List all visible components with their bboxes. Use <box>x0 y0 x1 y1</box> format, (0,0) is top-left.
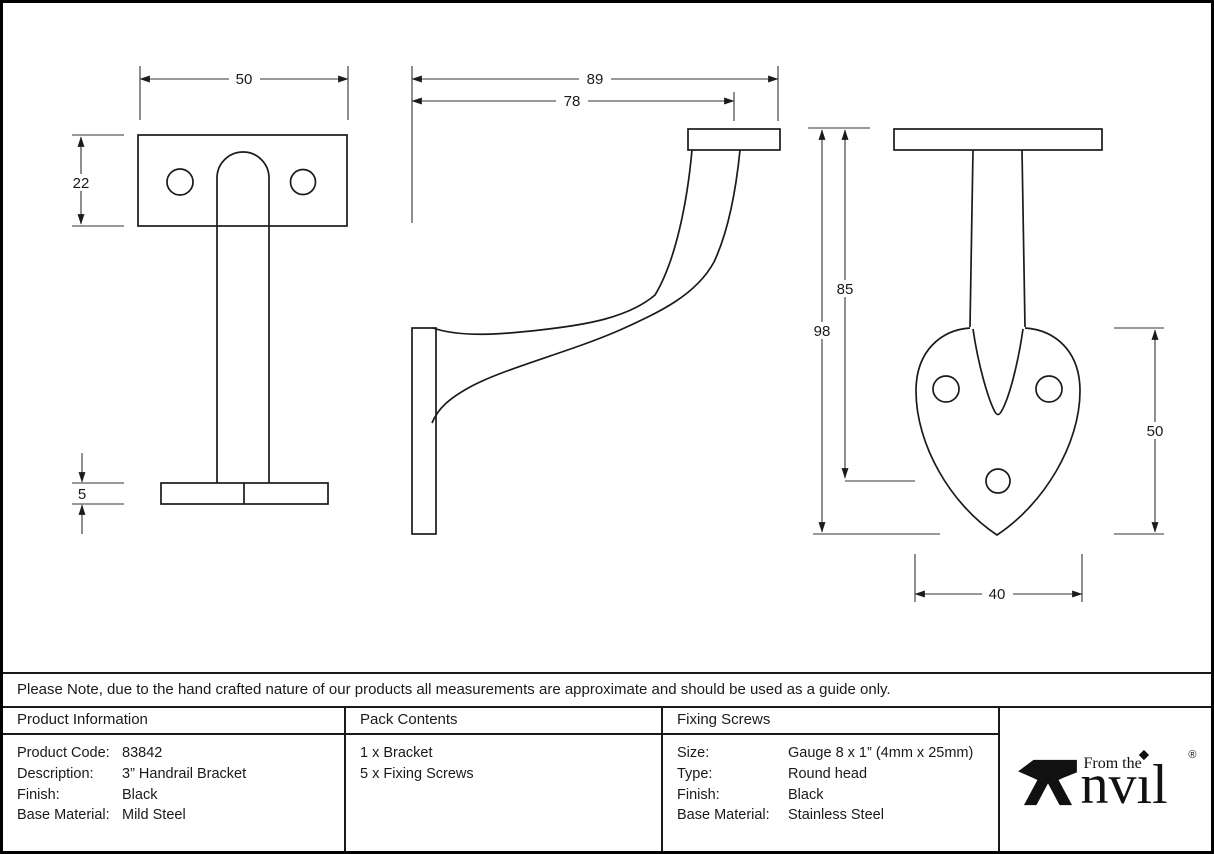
front-stem <box>216 151 270 483</box>
screw-finish-row: Finish: Black <box>677 785 998 806</box>
end-heart-plate <box>915 327 1081 537</box>
screw-size-value: Gauge 8 x 1” (4mm x 25mm) <box>788 745 974 761</box>
pack-contents-item: 1 x Bracket <box>360 745 433 761</box>
finish-value: Black <box>122 786 158 803</box>
description-value: 3” Handrail Bracket <box>122 765 247 782</box>
disclaimer-note-text: Please Note, due to the hand crafted nat… <box>17 681 891 698</box>
description-row: Description: 3” Handrail Bracket <box>17 764 344 785</box>
front-screw-hole-left <box>166 168 194 196</box>
dim-label-front-plate-height: 22 <box>73 175 90 192</box>
side-arm-inner-curve <box>431 149 741 424</box>
screw-size-label: Size: <box>677 745 710 761</box>
description-label: Description: <box>17 765 94 782</box>
dim-side-total-depth: 89 <box>411 66 779 223</box>
view-side-outline <box>411 128 781 535</box>
dim-front-foot-thickness: 5 <box>72 453 124 534</box>
view-front-outline <box>137 134 348 505</box>
dim-end-base-width: 40 <box>914 554 1083 603</box>
fixing-screws-header: Fixing Screws <box>663 708 998 735</box>
diamond-dot-icon: ◆ <box>1139 747 1150 762</box>
screw-base-material-label: Base Material: <box>677 807 770 824</box>
anvil-icon <box>1017 759 1077 805</box>
dim-end-plate-length: 50 <box>1114 327 1169 535</box>
view-side-dimensions: 89 78 <box>411 66 779 223</box>
end-stem-left-edge <box>969 149 974 328</box>
dim-label-end-base-width: 40 <box>989 586 1006 603</box>
end-stem-taper-notch <box>972 328 1024 416</box>
product-information-cell: Product Information Product Code: 83842 … <box>3 708 346 851</box>
product-information-body: Product Code: 83842 Description: 3” Hand… <box>3 735 344 826</box>
logo-word-l: l <box>1152 753 1168 816</box>
dim-label-front-foot-thickness: 5 <box>78 486 86 503</box>
pack-contents-item: 5 x Fixing Screws <box>360 765 474 782</box>
screw-type-label: Type: <box>677 765 713 782</box>
fixing-screws-body: Size: Gauge 8 x 1” (4mm x 25mm) Type: Ro… <box>663 735 998 826</box>
base-material-value: Mild Steel <box>122 807 186 824</box>
brand-logo-cell: From the nvı◆l ® <box>1000 708 1211 851</box>
screw-type-row: Type: Round head <box>677 764 998 785</box>
product-code-value: 83842 <box>122 745 163 761</box>
logo-word-text: nvı◆l <box>1080 747 1168 816</box>
screw-base-material-value: Stainless Steel <box>788 807 884 824</box>
pack-contents-body: 1 x Bracket 5 x Fixing Screws <box>346 735 661 785</box>
front-screw-hole-right <box>289 168 317 196</box>
product-information-header: Product Information <box>3 708 344 735</box>
dim-label-end-plate-length: 50 <box>1147 423 1164 440</box>
dim-end-total-height: 98 <box>808 129 940 535</box>
dim-label-end-total-height: 98 <box>814 323 831 340</box>
view-end-dimensions: 98 85 50 <box>808 127 1169 603</box>
dim-front-plate-height: 22 <box>68 134 124 227</box>
side-wall-plate <box>411 327 437 535</box>
screw-finish-label: Finish: <box>677 786 720 803</box>
drawing-svg: 50 22 5 <box>68 66 1169 603</box>
registered-trademark-icon: ® <box>1188 748 1197 761</box>
screw-size-row: Size: Gauge 8 x 1” (4mm x 25mm) <box>677 743 998 764</box>
info-table: Product Information Product Code: 83842 … <box>3 708 1211 851</box>
dim-label-end-hole-height: 85 <box>837 281 854 298</box>
product-code-row: Product Code: 83842 <box>17 743 344 764</box>
screw-finish-value: Black <box>788 786 824 803</box>
end-top-plate <box>893 128 1103 151</box>
end-screw-hole-bottom <box>985 468 1011 494</box>
view-end-outline <box>893 128 1103 537</box>
side-arm-outer-curve <box>432 149 693 336</box>
screw-base-material-row: Base Material: Stainless Steel <box>677 805 998 826</box>
dim-side-center-depth: 78 <box>411 92 735 121</box>
view-front-dimensions: 50 22 5 <box>68 66 349 534</box>
dim-label-side-total-depth: 89 <box>587 71 604 88</box>
finish-label: Finish: <box>17 786 60 803</box>
disclaimer-note: Please Note, due to the hand crafted nat… <box>3 672 1211 708</box>
dim-label-side-center-depth: 78 <box>564 93 581 110</box>
side-top-plate <box>687 128 781 151</box>
base-material-label: Base Material: <box>17 807 110 824</box>
base-material-row: Base Material: Mild Steel <box>17 805 344 826</box>
front-wall-plate <box>137 134 348 227</box>
dim-end-hole-height: 85 <box>831 129 915 482</box>
logo-prefix-text: From the <box>1083 754 1142 772</box>
dim-front-width: 50 <box>139 66 349 120</box>
from-the-anvil-logo: From the nvı◆l ® <box>1017 747 1197 816</box>
end-screw-hole-left <box>932 375 960 403</box>
product-code-label: Product Code: <box>17 745 110 761</box>
pack-contents-cell: Pack Contents 1 x Bracket 5 x Fixing Scr… <box>346 708 663 851</box>
end-screw-hole-right <box>1035 375 1063 403</box>
pack-contents-header: Pack Contents <box>346 708 661 735</box>
fixing-screws-cell: Fixing Screws Size: Gauge 8 x 1” (4mm x … <box>663 708 1000 851</box>
screw-type-value: Round head <box>788 765 868 782</box>
end-stem-right-edge <box>1021 149 1026 328</box>
logo-word-nv: nv <box>1080 753 1137 816</box>
logo-word-i: ı◆ <box>1136 747 1153 816</box>
dim-label-front-width: 50 <box>236 71 253 88</box>
technical-drawing: 50 22 5 <box>3 3 1211 672</box>
finish-row: Finish: Black <box>17 785 344 806</box>
